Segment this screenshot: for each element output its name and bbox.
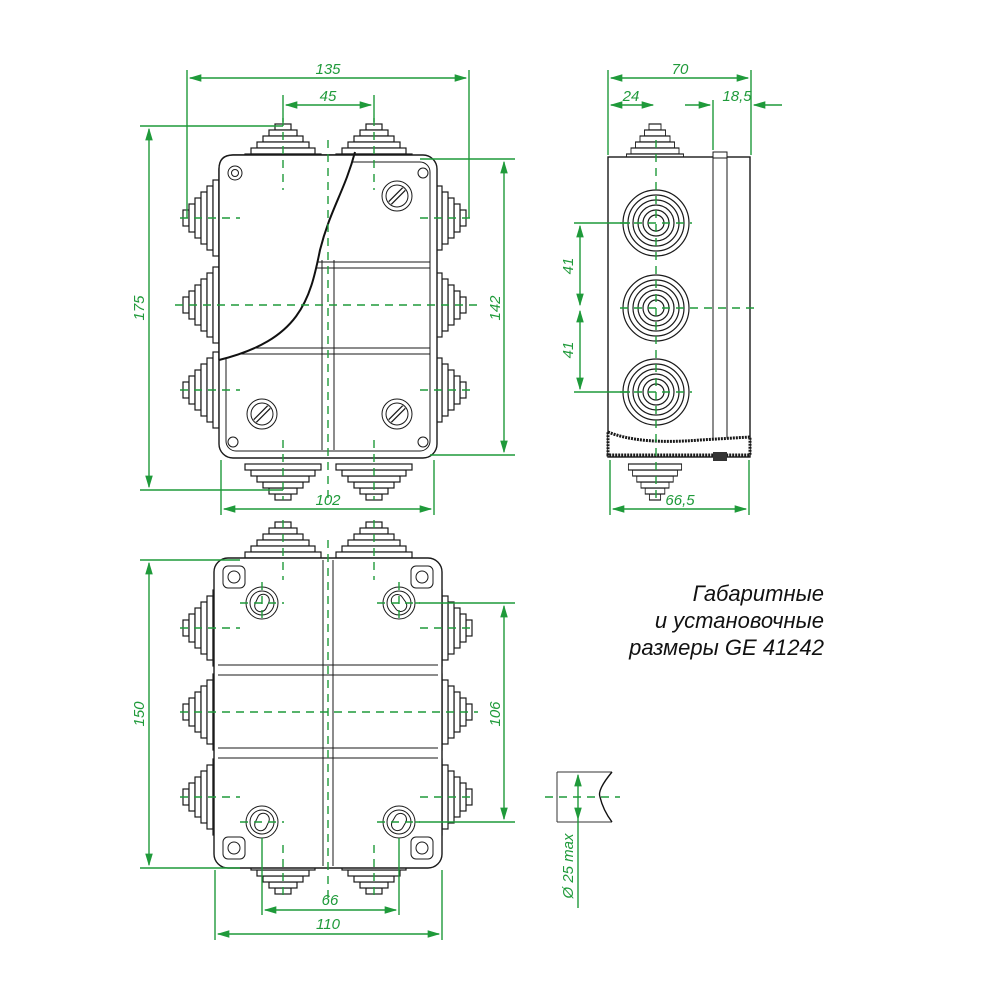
dim-front-body-width: 102 [315,492,341,509]
dim-front-gland-spacing: 45 [320,88,337,105]
dim-rear-mount-vertical: 106 [487,701,504,727]
dim-front-overall-width: 135 [315,61,341,78]
dim-front-overall-height: 175 [131,295,148,321]
drawing-caption: Габаритные и установочные размеры GE 412… [629,580,824,661]
dim-rear-overall-width: 110 [316,916,341,933]
caption-line-2: и установочные [654,608,824,633]
dim-rear-mount-horizontal: 66 [322,892,339,909]
cable-detail: Ø 25 max [545,771,620,908]
dim-side-pitch-upper: 41 [560,258,577,275]
dim-side-overall-depth: 70 [672,61,689,78]
side-view: 70 24 18,5 41 41 66,5 [560,61,782,515]
caption-line-1: Габаритные [692,581,824,606]
dim-rear-overall-height: 150 [131,701,148,727]
rear-view: 150 106 66 110 [131,520,515,940]
dim-side-gland-offset: 24 [622,88,640,105]
dim-side-pitch-lower: 41 [560,342,577,359]
dim-side-base-depth: 66,5 [665,492,695,509]
dim-front-body-height: 142 [487,295,504,321]
front-view: 135 45 175 142 102 [131,61,515,515]
dim-side-lid-depth: 18,5 [722,88,752,105]
dim-cable-diameter: Ø 25 max [560,833,577,900]
caption-line-3: размеры GE 41242 [629,635,824,660]
